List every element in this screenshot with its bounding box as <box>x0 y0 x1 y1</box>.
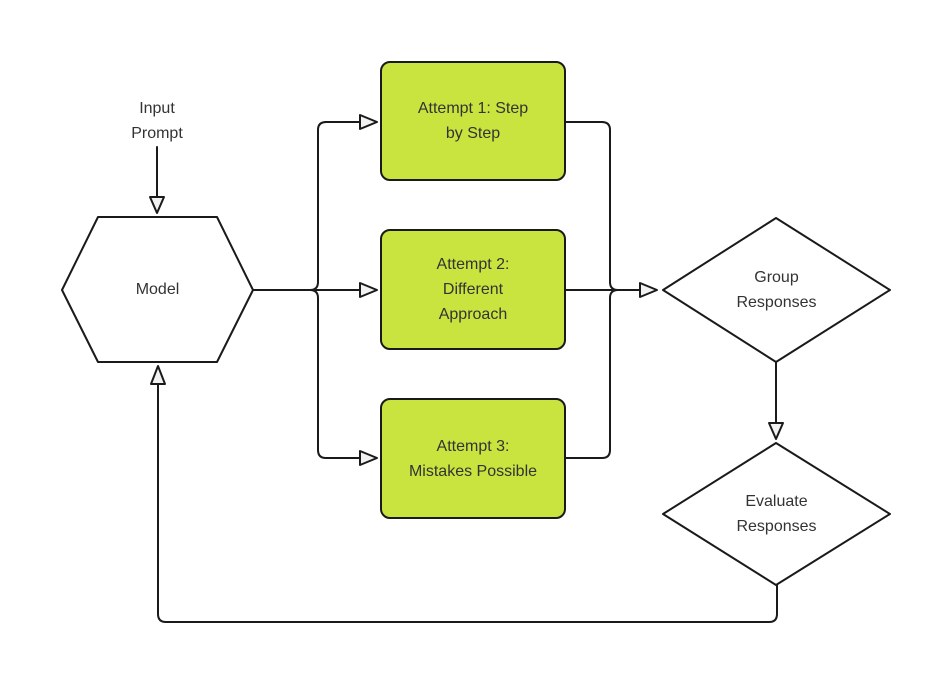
arrowhead-model-attempt1 <box>359 114 378 130</box>
arrowhead-merge-groupresponses <box>639 282 658 298</box>
attempt2-box <box>380 229 566 350</box>
edge-model-attempt3 <box>252 289 361 459</box>
edge-evaluateresponses-model <box>157 383 778 623</box>
arrowhead-groupresponses-evaluateresponses <box>768 422 784 440</box>
arrowhead-model-attempt3 <box>359 450 378 466</box>
model-hexagon <box>61 216 254 363</box>
arrowhead-model-attempt2 <box>359 282 378 298</box>
edge-attempt3-groupresponses <box>564 289 619 459</box>
group-responses-diamond <box>662 217 891 363</box>
arrowhead-inputprompt-model <box>149 196 165 214</box>
attempt1-box <box>380 61 566 181</box>
evaluate-responses-diamond <box>662 442 891 586</box>
arrowhead-evaluateresponses-model <box>150 365 166 385</box>
edge-attempt1-groupresponses <box>564 121 619 291</box>
edge-model-attempt1 <box>252 121 361 291</box>
attempt3-box <box>380 398 566 519</box>
